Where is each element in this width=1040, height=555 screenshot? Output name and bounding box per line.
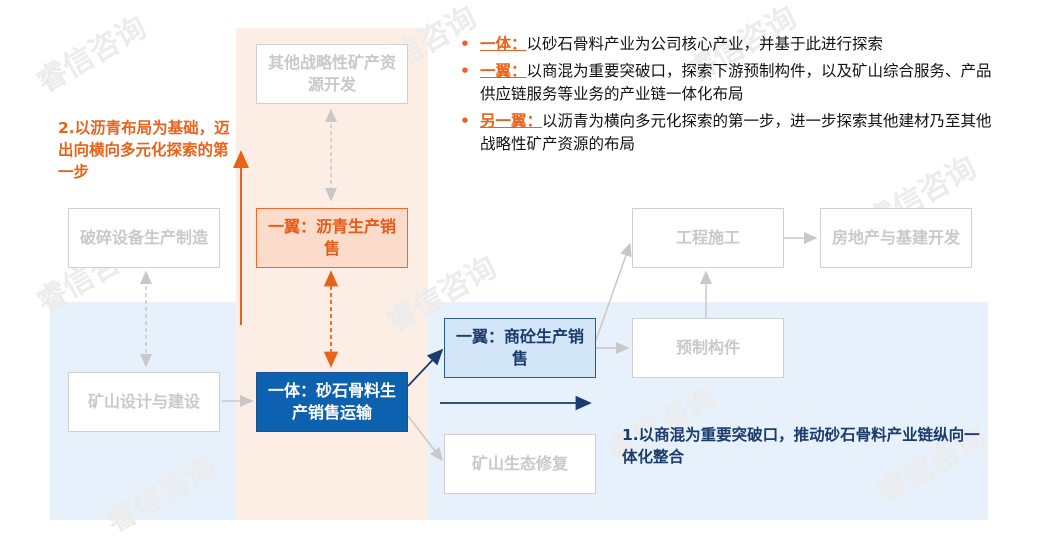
box-concrete: 一翼：商砼生产销售 xyxy=(444,318,596,378)
box-prefab: 预制构件 xyxy=(632,318,784,378)
bullet-text: 以砂石骨料产业为公司核心产业，并基于此进行探索 xyxy=(526,35,884,53)
bullet-text: 以商混为重要突破口，探索下游预制构件，以及矿山综合服务、产品供应链服务等业务的产… xyxy=(480,62,992,103)
box-core: 一体：砂石骨料生产销售运输 xyxy=(256,372,408,432)
box-real-estate: 房地产与基建开发 xyxy=(820,208,972,268)
box-mine-design: 矿山设计与建设 xyxy=(68,372,220,432)
bullet-dot: • xyxy=(460,35,470,53)
arrow-concrete-construction xyxy=(595,242,632,341)
arrow-core-eco xyxy=(407,415,443,462)
arrow-core-concrete xyxy=(407,348,444,387)
bullet-item: • 一体：以砂石骨料产业为公司核心产业，并基于此进行探索 xyxy=(456,33,996,56)
box-asphalt: 一翼：沥青生产销售 xyxy=(256,208,408,268)
bullet-key: 一体： xyxy=(480,35,527,53)
bullet-text: 以沥青为横向多元化探索的第一步，进一步探索其他建材乃至其他战略性矿产资源的布局 xyxy=(480,112,992,153)
bullet-item: • 一翼：以商混为重要突破口，探索下游预制构件，以及矿山综合服务、产品供应链服务… xyxy=(456,60,996,106)
box-construction: 工程施工 xyxy=(632,208,784,268)
note-vertical-integration: 1.以商混为重要突破口，推动砂石骨料产业链纵向一体化整合 xyxy=(622,426,980,466)
box-other-minerals: 其他战略性矿产资源开发 xyxy=(256,44,408,104)
bullet-dot: • xyxy=(460,62,470,80)
bullet-item: • 另一翼：以沥青为横向多元化探索的第一步，进一步探索其他建材乃至其他战略性矿产… xyxy=(456,110,996,156)
bullet-list: • 一体：以砂石骨料产业为公司核心产业，并基于此进行探索 • 一翼：以商混为重要… xyxy=(456,33,996,160)
box-crushing: 破碎设备生产制造 xyxy=(68,208,220,268)
note-diversification: 2.以沥青布局为基础，迈出向横向多元化探索的第一步 xyxy=(58,119,230,181)
bullet-key: 另一翼： xyxy=(480,112,543,130)
bullet-key: 一翼： xyxy=(480,62,527,80)
bullet-dot: • xyxy=(460,112,470,130)
box-eco: 矿山生态修复 xyxy=(444,434,596,494)
